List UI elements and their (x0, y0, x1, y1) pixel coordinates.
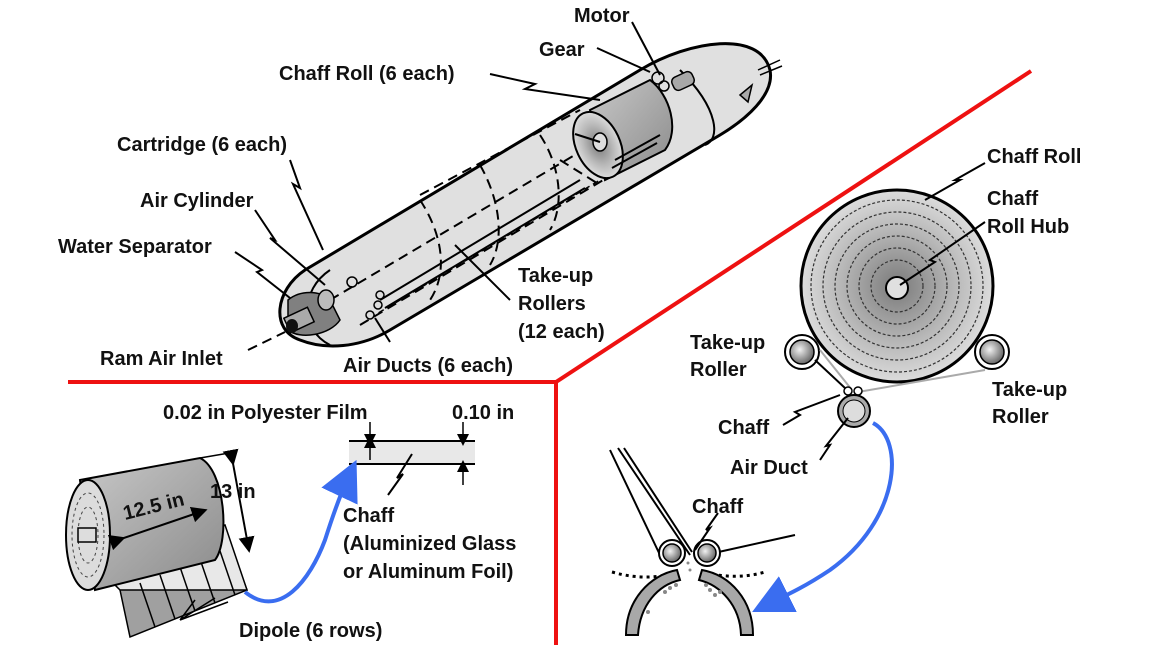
dispense-mechanism: Chaff Roll Chaff Roll Hub Take-up Roller… (609, 146, 1081, 636)
label-takeup-rollers-1: Take-up (518, 265, 593, 287)
label-air-cylinder: Air Cylinder (140, 190, 254, 212)
label-hub-1: Chaff (987, 188, 1038, 210)
label-water-separator: Water Separator (58, 236, 212, 258)
nose-assembly (282, 276, 385, 336)
label-hub-2: Roll Hub (987, 216, 1069, 238)
label-air-ducts: Air Ducts (6 each) (343, 355, 513, 377)
pod-illustration: Motor Gear Chaff Roll (6 each) Cartridge… (58, 5, 783, 377)
film-strip (349, 441, 475, 464)
label-takeup-right-1: Take-up (992, 379, 1067, 401)
label-takeup-rollers-2: Rollers (518, 293, 586, 315)
label-polyester-film: 0.02 in Polyester Film (163, 402, 368, 424)
label-chaff-roll: Chaff Roll (987, 146, 1081, 168)
label-dipole: Dipole (6 rows) (239, 620, 382, 642)
label-chaff: Chaff (718, 417, 769, 439)
flow-arrow-roll-to-film (243, 459, 358, 604)
label-chaff-roll-6: Chaff Roll (6 each) (279, 63, 455, 85)
label-takeup-right-2: Roller (992, 406, 1049, 428)
chaff-exit-detail (609, 447, 796, 636)
flow-arrow-duct-to-exit (752, 421, 894, 612)
label-ram-air-inlet: Ram Air Inlet (100, 348, 223, 370)
chaff-roll-cylinder (572, 78, 674, 182)
label-takeup-rollers-3: (12 each) (518, 321, 605, 343)
label-gear: Gear (539, 39, 585, 61)
label-motor: Motor (574, 5, 630, 27)
label-chaff-material-1: Chaff (343, 505, 394, 527)
label-takeup-left-2: Roller (690, 359, 747, 381)
label-cartridge: Cartridge (6 each) (117, 134, 287, 156)
divider-diagonal (554, 69, 1033, 384)
label-chaff-exit: Chaff (692, 496, 743, 518)
label-chaff-material-2: (Aluminized Glass (343, 533, 516, 555)
label-takeup-left-1: Take-up (690, 332, 765, 354)
label-thickness: 0.10 in (452, 402, 514, 424)
label-chaff-material-3: or Aluminum Foil) (343, 561, 513, 583)
chaff-roll-hub (885, 276, 909, 300)
roll-detail: 0.02 in Polyester Film 0.10 in 12.5 in 1… (65, 402, 516, 642)
label-air-duct: Air Duct (730, 457, 808, 479)
section-dividers (68, 69, 1033, 645)
label-diameter: 13 in (210, 481, 256, 503)
motor-gear (651, 70, 696, 92)
